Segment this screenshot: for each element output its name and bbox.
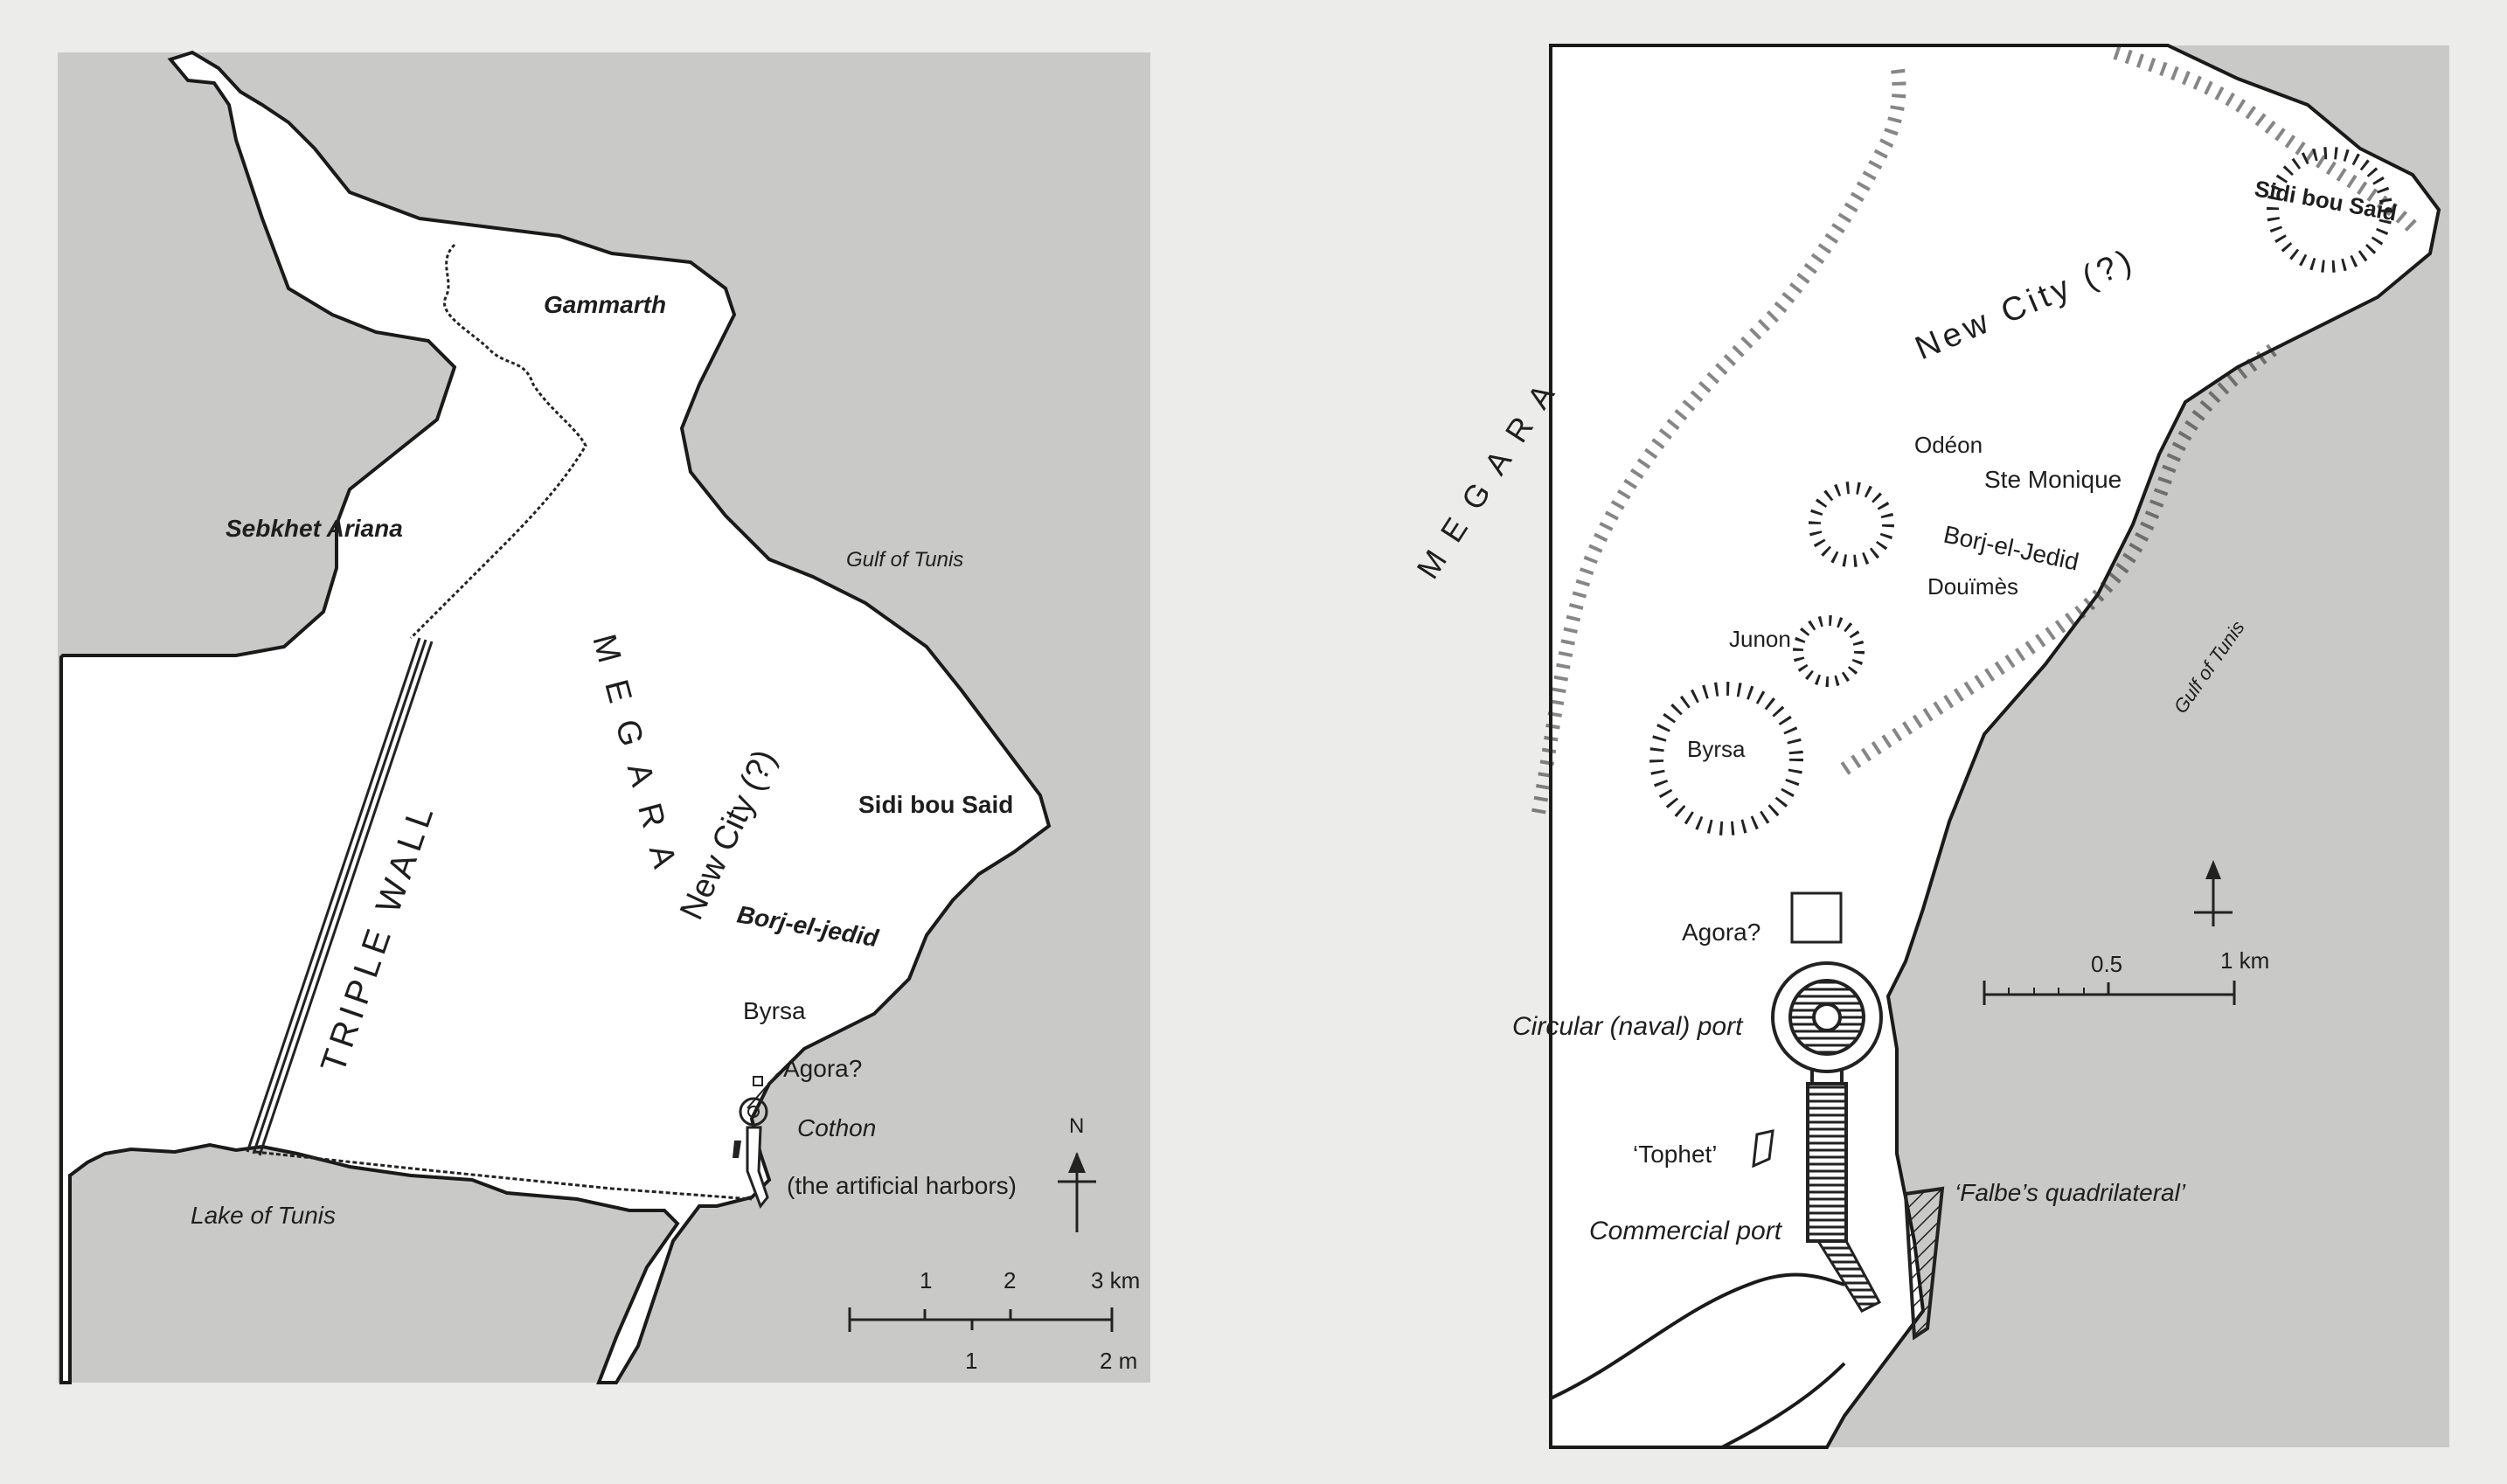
label-megara-right: MEGARA [1409,364,1571,586]
cothon-circular-harbor [739,1097,768,1127]
right-peninsula [1549,44,2441,1449]
scale-bar-right: 0.5 1 km [1983,947,2269,1005]
triple-wall-line-2 [252,639,427,1155]
north-label: N [1069,1114,1084,1138]
left-peninsula [59,50,1052,1384]
label-commercial-port: Commercial port [1589,1217,1783,1245]
scale-m-2: 2 m [1100,1348,1137,1374]
circular-naval-port [1771,961,1883,1073]
label-douimes: Douïmès [1927,573,2018,600]
hill-sidi-bou-said [2267,147,2392,273]
scale-km-1: 1 [920,1267,932,1293]
label-sebkhet-ariana: Sebkhet Ariana [226,515,403,542]
gammarth-wall [409,243,587,640]
south-wall [254,1150,753,1201]
label-lake-of-tunis: Lake of Tunis [191,1202,336,1229]
label-agora-left: Agora? [783,1055,862,1082]
scale-right-half: 0.5 [2091,951,2122,977]
hill-byrsa [1649,682,1803,836]
label-byrsa-left: Byrsa [743,997,806,1024]
label-agora-right: Agora? [1682,919,1760,946]
falbes-quadrilateral [1903,1186,1945,1341]
cothon-island [747,1106,760,1118]
hill-junon [1793,615,1865,687]
left-gulf-of-tunis-water [1136,52,1150,1383]
label-sidi-bou-said-left: Sidi bou Said [858,791,1013,818]
agora-leader-line [747,1072,779,1109]
label-circular-port: Circular (naval) port [1512,1012,1744,1041]
agora-marker [753,1076,763,1086]
label-cothon: Cothon [797,1114,876,1141]
right-map: MEGARA New City (?) Sidi bou Said Odéon … [1409,44,2449,1449]
label-gulf-of-tunis-left: Gulf of Tunis [846,548,963,572]
north-arrow-left: N [1058,1114,1096,1232]
agora-square [1790,891,1843,944]
commercial-port-basin [1806,1082,1848,1243]
scale-m-1: 1 [965,1348,977,1374]
ridge-hachures [1531,45,2418,815]
north-arrow-right [2194,860,2233,926]
label-byrsa-right: Byrsa [1687,736,1746,762]
label-odeon: Odéon [1914,432,1983,458]
right-south-coast [1721,1362,1846,1449]
scale-bar-left: 1 2 3 km 1 2 m [848,1267,1140,1374]
label-falbes-quadrilateral: ‘Falbe’s quadrilateral’ [1955,1179,2186,1206]
admiralty-island [1812,1002,1842,1032]
cothon-commercial-harbor [746,1126,769,1209]
hill-odeon [1809,482,1894,567]
triple-wall-line-1 [246,637,421,1153]
scale-km-3: 3 km [1091,1267,1140,1293]
label-gammarth: Gammarth [544,291,666,318]
cothon-tophet [733,1141,741,1158]
label-ste-monique: Ste Monique [1984,466,2122,493]
label-junon: Junon [1729,626,1791,652]
right-mainland-coast [1550,1272,1845,1400]
scale-right-one: 1 km [2220,947,2269,974]
tophet-shape [1752,1129,1774,1168]
label-tophet: ‘Tophet’ [1633,1141,1718,1168]
left-map: Gammarth Sebkhet Ariana Gulf of Tunis ME… [58,50,1150,1384]
triple-wall-line-3 [258,641,434,1156]
scale-km-2: 2 [1003,1267,1016,1293]
commercial-port-channel [1816,1239,1882,1313]
label-cothon-note: (the artificial harbors) [787,1172,1017,1199]
